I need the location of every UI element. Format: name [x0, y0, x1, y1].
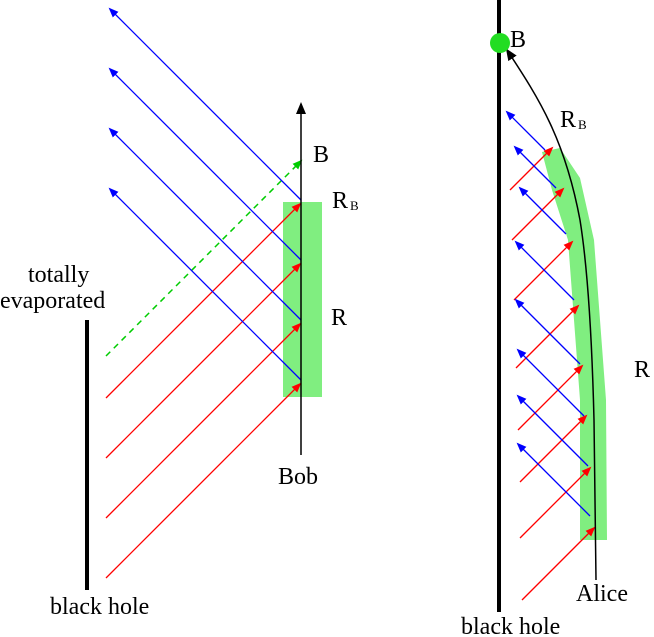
right-red-ray [519, 414, 588, 483]
left-blue-ray [108, 7, 302, 201]
right-red-ray [511, 187, 565, 241]
right-blue-ray [516, 348, 585, 417]
left-black-hole-label: black hole [50, 594, 149, 620]
left-red-ray [105, 322, 302, 519]
right-label-B: B [510, 27, 526, 53]
right-red-ray [513, 240, 574, 301]
right-label-R: R [634, 357, 650, 383]
left-red-ray [105, 202, 302, 399]
right-red-ray [515, 304, 580, 369]
green-point-B [490, 33, 510, 53]
right-red-ray [509, 146, 554, 191]
alice-green-region [542, 148, 607, 540]
left-ingoing-rays [108, 7, 302, 381]
totally-label: totally [28, 262, 89, 288]
right-blue-ray [513, 145, 557, 189]
left-label-B: B [313, 142, 329, 168]
left-blue-ray [108, 127, 302, 321]
bob-green-region [283, 202, 322, 397]
left-blue-ray [108, 67, 302, 261]
left-blue-ray [108, 187, 302, 381]
right-blue-ray [505, 110, 546, 151]
left-label-R: R [331, 305, 347, 331]
left-red-ray [105, 262, 302, 459]
alice-label: Alice [576, 581, 628, 607]
right-red-ray [517, 364, 584, 431]
left-outgoing-rays [105, 202, 302, 579]
alice-worldline [505, 48, 597, 581]
right-blue-ray [516, 394, 589, 467]
dashed-green-ray [105, 159, 303, 357]
right-ingoing-rays [505, 110, 591, 517]
bob-label: Bob [278, 464, 318, 490]
right-red-ray [519, 466, 592, 539]
right-red-ray [521, 526, 596, 601]
right-blue-ray [514, 240, 575, 301]
right-black-hole-label: black hole [461, 614, 560, 637]
evaporated-label: evaporated [0, 288, 105, 314]
right-blue-ray [518, 186, 567, 235]
left-red-ray [105, 382, 302, 579]
right-blue-ray [514, 298, 581, 365]
right-blue-ray [516, 442, 591, 517]
